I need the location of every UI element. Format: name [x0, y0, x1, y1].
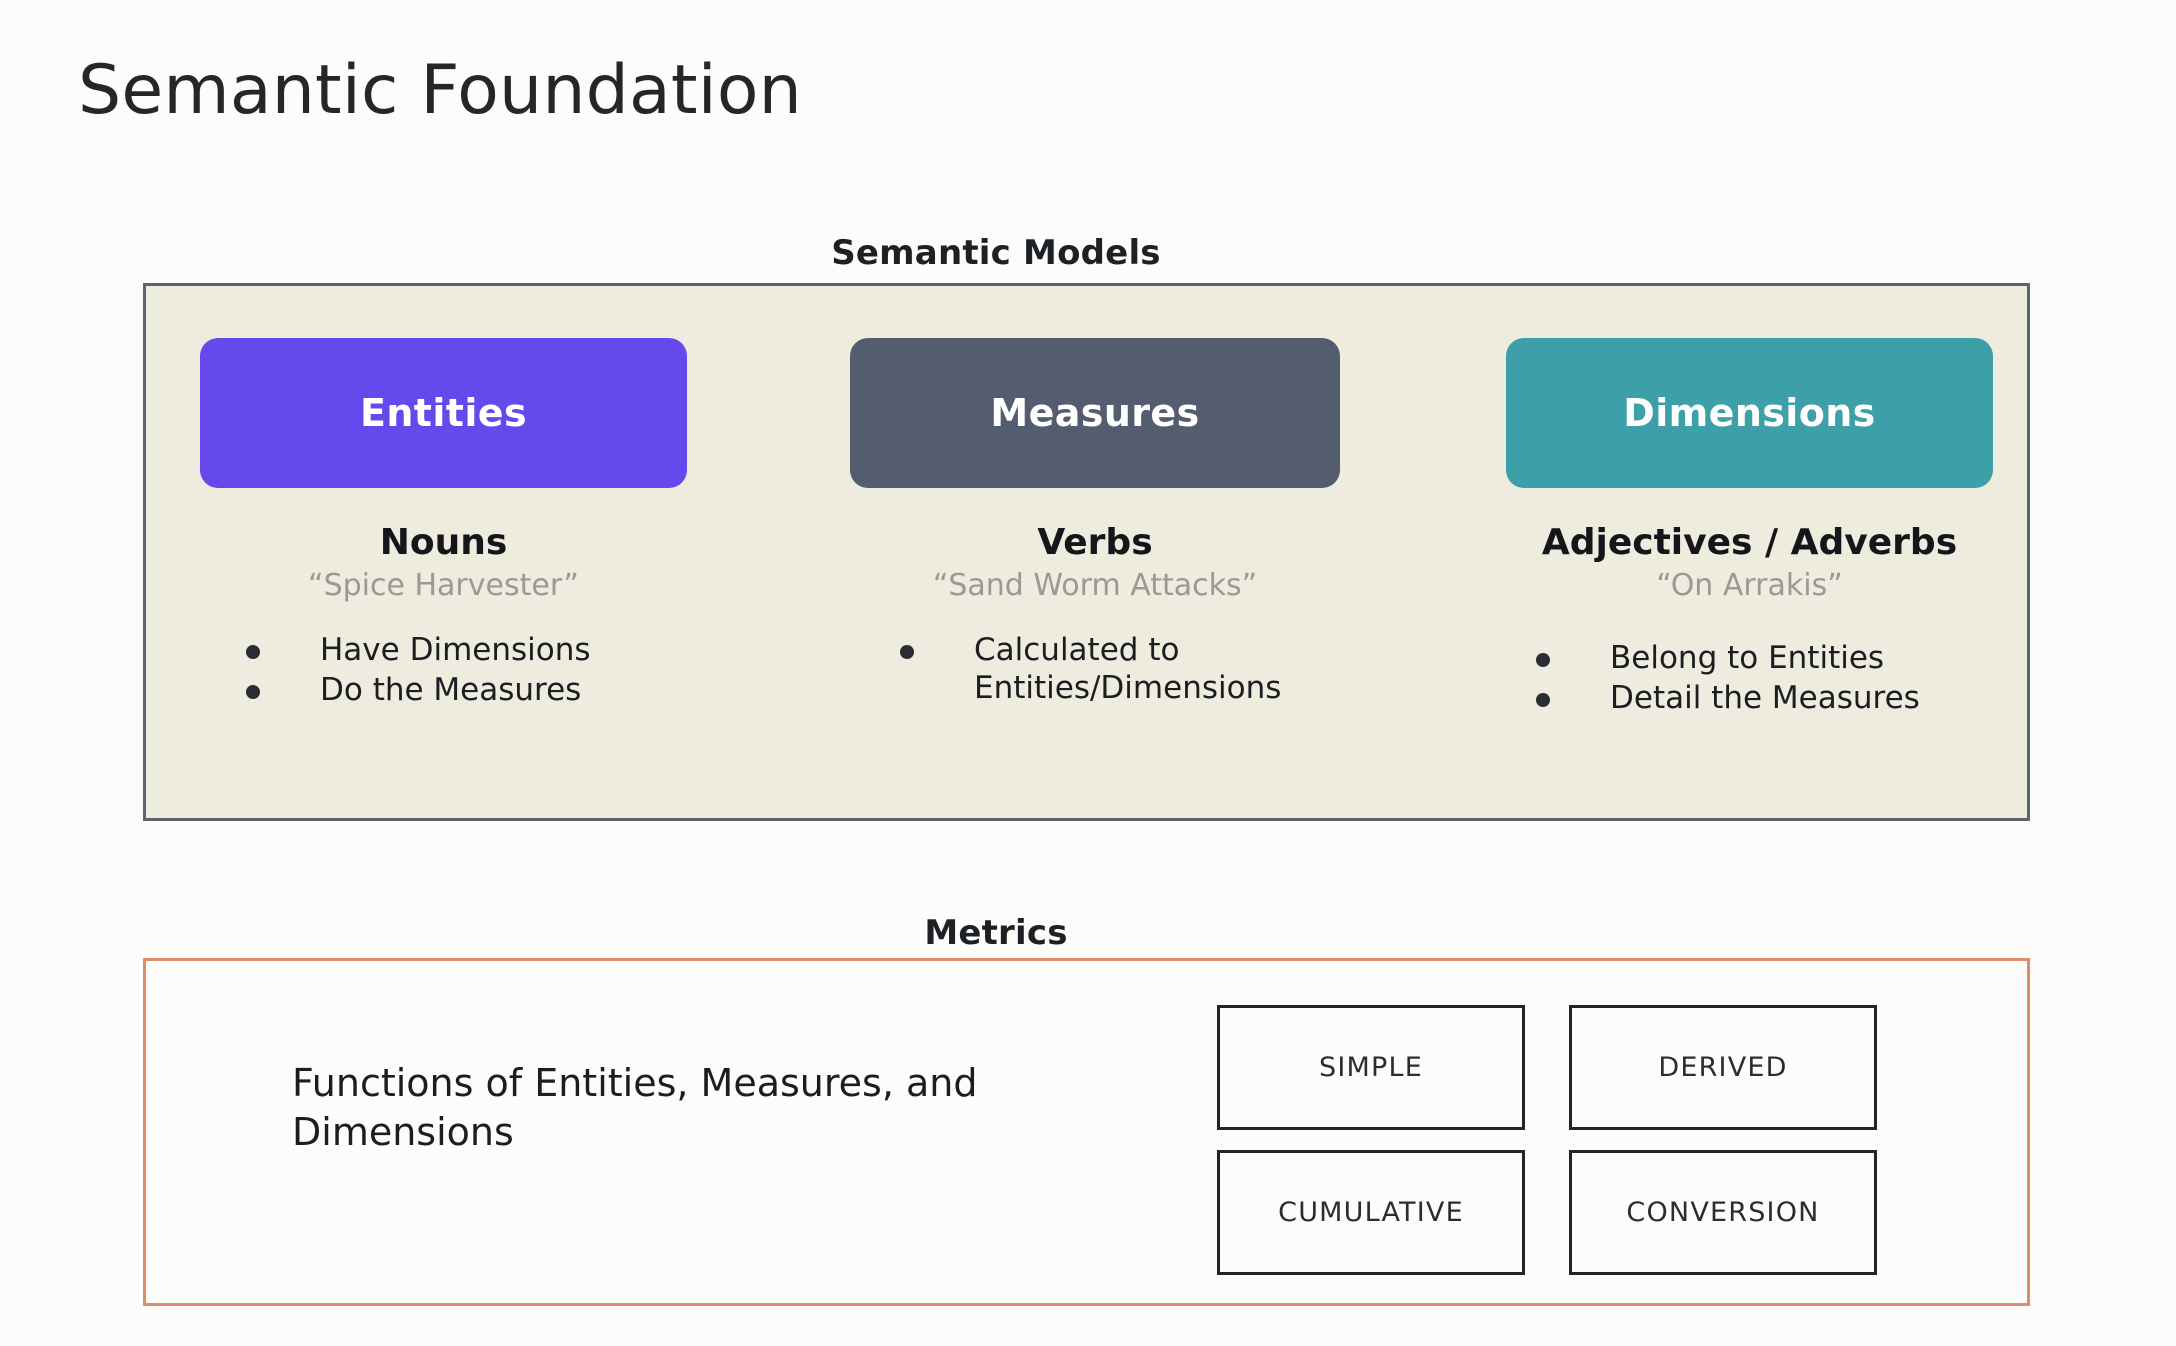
- pill-measures[interactable]: Measures: [850, 338, 1340, 488]
- column-dimensions-text: Adjectives / Adverbs “On Arrakis” Belong…: [1486, 522, 2013, 784]
- column-measures-text: Verbs “Sand Worm Attacks” Calculated to …: [850, 522, 1340, 784]
- bullet-dot-icon: [1536, 693, 1550, 708]
- metric-type-derived-label: DERIVED: [1658, 1052, 1788, 1083]
- metric-type-conversion[interactable]: CONVERSION: [1569, 1150, 1877, 1275]
- metrics-panel: Functions of Entities, Measures, and Dim…: [143, 958, 2030, 1306]
- pill-dimensions[interactable]: Dimensions: [1506, 338, 1993, 488]
- dimensions-part-of-speech: Adjectives / Adverbs: [1541, 522, 1958, 563]
- metrics-type-grid: SIMPLE DERIVED CUMULATIVE CONVERSION: [1217, 1005, 1955, 1275]
- metric-type-derived[interactable]: DERIVED: [1569, 1005, 1877, 1130]
- metric-type-cumulative-label: CUMULATIVE: [1278, 1197, 1464, 1228]
- entities-part-of-speech: Nouns: [379, 522, 508, 563]
- measures-part-of-speech: Verbs: [1037, 522, 1153, 563]
- pill-dimensions-label: Dimensions: [1623, 391, 1876, 435]
- list-item: Calculated to Entities/Dimensions: [894, 632, 1340, 708]
- dimensions-bullet-list: Belong to Entities Detail the Measures: [1486, 640, 2013, 718]
- list-item: Belong to Entities: [1530, 640, 2013, 678]
- list-item-label: Do the Measures: [320, 672, 582, 709]
- pill-entities-label: Entities: [360, 391, 527, 435]
- list-item-label: Belong to Entities: [1610, 640, 1885, 677]
- bullet-dot-icon: [1536, 653, 1550, 668]
- model-pill-row: Entities Measures Dimensions: [146, 338, 2027, 488]
- list-item-label: Calculated to Entities/Dimensions: [974, 632, 1282, 707]
- bullet-dot-icon: [246, 645, 260, 660]
- list-item-label: Detail the Measures: [1610, 680, 1920, 717]
- pill-entities[interactable]: Entities: [200, 338, 687, 488]
- metric-type-simple-label: SIMPLE: [1319, 1052, 1423, 1083]
- bullet-dot-icon: [900, 645, 914, 660]
- semantic-models-panel: Entities Measures Dimensions Nouns “Spic…: [143, 283, 2030, 821]
- list-item: Do the Measures: [240, 672, 687, 710]
- semantic-models-heading: Semantic Models: [831, 233, 1161, 273]
- column-entities-text: Nouns “Spice Harvester” Have Dimensions …: [200, 522, 687, 784]
- metrics-description: Functions of Entities, Measures, and Dim…: [292, 1061, 978, 1154]
- pill-measures-label: Measures: [990, 391, 1200, 435]
- metrics-heading: Metrics: [924, 913, 1068, 953]
- list-item-label: Have Dimensions: [320, 632, 591, 669]
- dimensions-example: “On Arrakis”: [1656, 567, 1843, 603]
- entities-example: “Spice Harvester”: [308, 567, 579, 603]
- metric-type-cumulative[interactable]: CUMULATIVE: [1217, 1150, 1525, 1275]
- bullet-dot-icon: [246, 685, 260, 700]
- measures-bullet-list: Calculated to Entities/Dimensions: [850, 632, 1340, 708]
- measures-example: “Sand Worm Attacks”: [932, 567, 1258, 603]
- entities-bullet-list: Have Dimensions Do the Measures: [200, 632, 687, 710]
- metric-type-simple[interactable]: SIMPLE: [1217, 1005, 1525, 1130]
- page-title: Semantic Foundation: [78, 51, 802, 130]
- list-item: Detail the Measures: [1530, 680, 2013, 718]
- list-item: Have Dimensions: [240, 632, 687, 670]
- metric-type-conversion-label: CONVERSION: [1626, 1197, 1820, 1228]
